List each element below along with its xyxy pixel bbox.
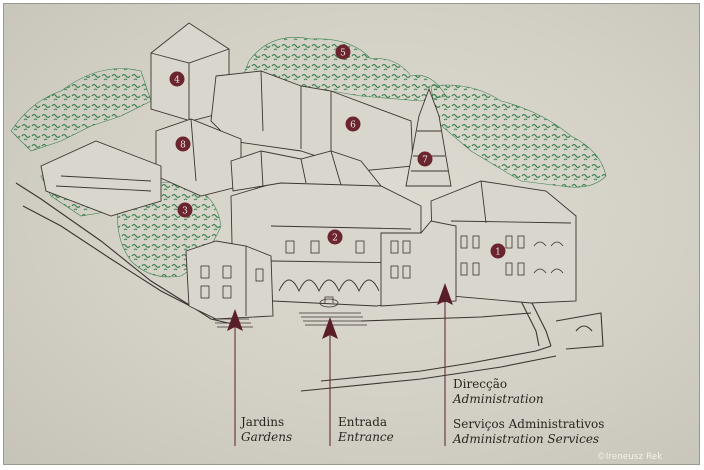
map-markers: 1 2 3 4 5 6 7 8 xyxy=(169,44,506,259)
svg-text:1: 1 xyxy=(495,248,501,258)
windows xyxy=(200,235,564,299)
gardens-label-pt: Jardins xyxy=(241,415,285,429)
svg-text:5: 5 xyxy=(340,49,346,59)
services-label: Serviços Administrativos Administration … xyxy=(453,417,604,447)
svg-text:8: 8 xyxy=(180,141,186,151)
gardens-arrow xyxy=(227,309,243,446)
marker-8[interactable]: 8 xyxy=(175,136,191,152)
entrance-arrow xyxy=(322,317,338,446)
marker-6[interactable]: 6 xyxy=(345,116,361,132)
administration-arrow xyxy=(437,283,453,446)
svg-text:4: 4 xyxy=(174,76,180,86)
pointer-arrows xyxy=(227,283,453,446)
svg-text:3: 3 xyxy=(182,207,188,217)
gardens-label: Jardins Gardens xyxy=(241,415,292,445)
administration-label-en: Administration xyxy=(453,392,544,406)
services-label-en: Administration Services xyxy=(453,432,600,446)
photo-credit: ©Ireneusz Rek xyxy=(597,452,663,462)
palace-buildings xyxy=(40,22,577,320)
front-wing xyxy=(380,220,457,307)
marker-7[interactable]: 7 xyxy=(417,151,433,167)
garden-house xyxy=(185,240,274,320)
entrance-label: Entrada Entrance xyxy=(338,415,394,445)
marker-1[interactable]: 1 xyxy=(490,243,506,259)
marker-3[interactable]: 3 xyxy=(177,202,193,218)
services-label-pt: Serviços Administrativos xyxy=(453,417,605,431)
marker-2[interactable]: 2 xyxy=(327,229,343,245)
svg-text:6: 6 xyxy=(350,121,356,131)
marker-5[interactable]: 5 xyxy=(335,44,351,60)
gardens-label-en: Gardens xyxy=(241,430,293,444)
palace-illustration: 1 2 3 4 5 6 7 8 xyxy=(10,22,607,446)
trees-west xyxy=(10,68,152,152)
entrance-label-pt: Entrada xyxy=(338,415,388,429)
administration-label-pt: Direcção xyxy=(453,377,508,391)
svg-text:2: 2 xyxy=(332,234,338,244)
chimney-7 xyxy=(405,87,452,187)
svg-text:7: 7 xyxy=(422,156,428,166)
trees-northeast xyxy=(430,84,607,188)
administration-label: Direcção Administration xyxy=(453,377,544,407)
entrance-label-en: Entrance xyxy=(338,430,394,444)
marker-4[interactable]: 4 xyxy=(169,71,185,87)
palace-map-board: 1 2 3 4 5 6 7 8 xyxy=(3,3,700,465)
